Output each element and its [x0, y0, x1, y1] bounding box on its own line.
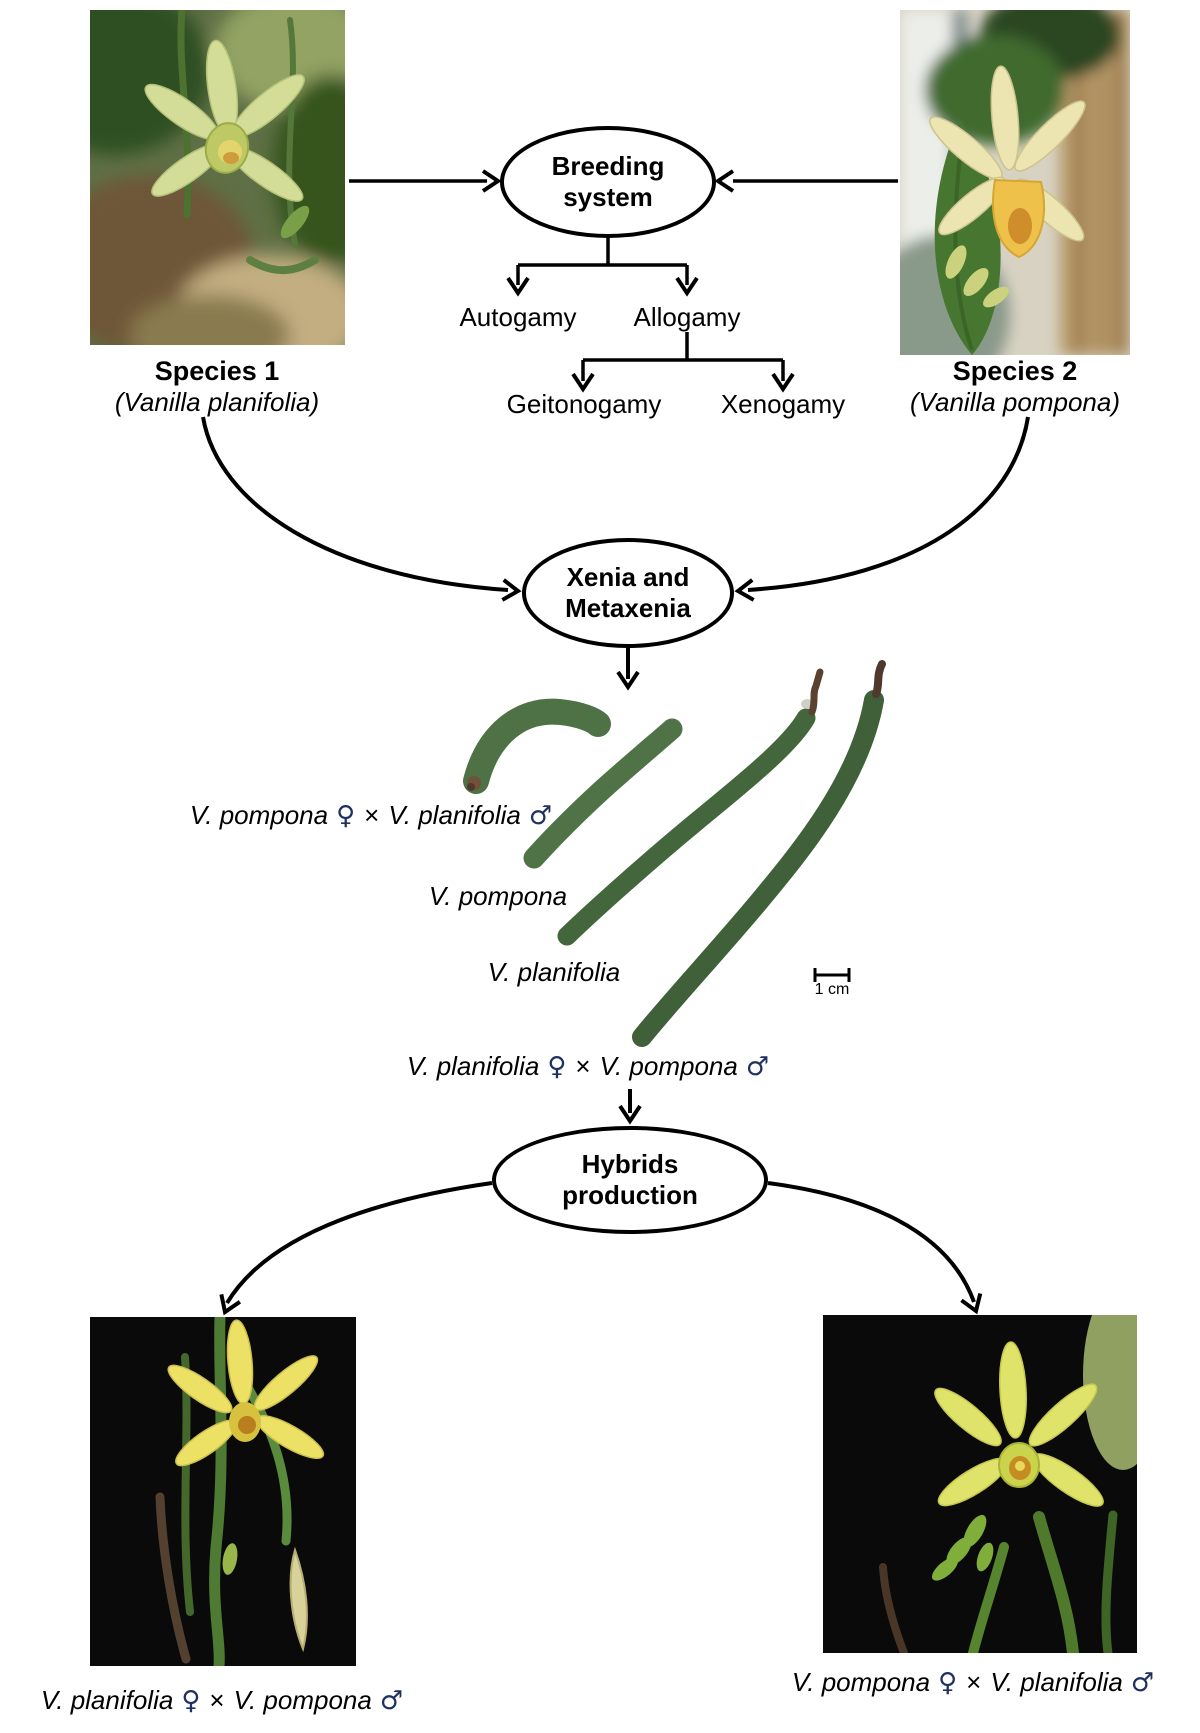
pod-pompona [523, 718, 683, 869]
stems [155, 1317, 292, 1666]
female-symbol: ♀ [547, 1052, 567, 1082]
male-symbol: ♂ [379, 1686, 404, 1716]
flower-buds [931, 1514, 994, 1581]
female-symbol: ♀ [336, 801, 356, 831]
hybrid-right-label: V. pompona♀ × V. planifolia♂ [773, 1667, 1173, 1698]
hybrid-left-label: V. planifolia♀ × V. pompona♂ [22, 1685, 422, 1716]
male-symbol: ♂ [528, 801, 553, 831]
pod-hybrid-pompona-x-planifolia [463, 698, 611, 794]
scale-bar [813, 968, 851, 982]
flower-illustration [929, 65, 1086, 308]
arrow-xenia-to-pods [616, 648, 640, 691]
arrow-species1-to-breeding [349, 169, 502, 193]
species2-title: Species 2 [952, 356, 1078, 386]
male-symbol: ♂ [1130, 1668, 1155, 1698]
flower-illustration [144, 39, 310, 239]
breeding-branch-lines [518, 238, 687, 267]
leaf [934, 120, 1001, 355]
pod-planifolia-label: V. planifolia [487, 957, 621, 987]
male-species-name: V. planifolia [388, 800, 521, 830]
species2-photo [900, 10, 1130, 355]
cross-symbol: × [966, 1667, 982, 1697]
male-species-name: V. planifolia [990, 1667, 1123, 1697]
xenogamy-label: Xenogamy [720, 389, 846, 419]
vanilla-pods-group [463, 660, 886, 1047]
scale-bar-label: 1 cm [814, 981, 850, 998]
cross-symbol: × [364, 800, 380, 830]
flower-bud [222, 1543, 238, 1575]
species1-title: Species 1 [154, 356, 280, 386]
male-species-name: V. pompona [233, 1685, 372, 1715]
male-species-name: V. pompona [599, 1051, 738, 1081]
geitonogamy-label: Geitonogamy [506, 389, 662, 419]
pod-pompona-label: V. pompona [428, 881, 568, 911]
arrow-cross-to-hybrids [618, 1089, 642, 1125]
xenia-metaxenia-node: Xenia and Metaxenia [522, 538, 734, 648]
hybrid-left-photo [90, 1317, 356, 1666]
flower-illustration [931, 1341, 1104, 1581]
arrow-to-autogamy [506, 265, 530, 297]
arrow-species2-to-breeding [714, 169, 898, 193]
hybrids-production-node: Hybrids production [492, 1126, 768, 1234]
female-species-name: V. planifolia [406, 1051, 540, 1081]
pod-planifolia [557, 668, 824, 946]
species1-latin-name: (Vanilla planifolia) [114, 387, 320, 417]
cross-symbol: × [209, 1685, 225, 1715]
flower-illustration [167, 1319, 325, 1653]
cross-symbol: × [575, 1051, 591, 1081]
stems [879, 1510, 1118, 1653]
allogamy-label: Allogamy [633, 302, 741, 332]
node-line: Hybrids [581, 1148, 679, 1179]
fading-flower [289, 1546, 308, 1653]
pod-cross-bottom-label: V. planifolia♀ × V. pompona♂ [388, 1051, 788, 1082]
breeding-system-node: Breeding system [500, 126, 716, 238]
autogamy-label: Autogamy [459, 302, 577, 332]
female-symbol: ♀ [938, 1668, 958, 1698]
leaf [1083, 1315, 1137, 1470]
arrow-to-xenogamy [771, 360, 795, 393]
allogamy-branch-lines [583, 332, 783, 362]
female-species-name: V. planifolia [40, 1685, 174, 1715]
node-line: Breeding [551, 150, 665, 181]
female-species-name: V. pompona [189, 800, 329, 830]
hybrid-right-photo [823, 1315, 1137, 1653]
flower-buds [945, 245, 1009, 308]
male-symbol: ♂ [745, 1052, 770, 1082]
arrow-species1-to-xenia [201, 416, 522, 602]
node-line: Metaxenia [565, 593, 691, 623]
node-line: Xenia and [566, 561, 690, 592]
arrow-hybrids-to-right-photo [767, 1181, 983, 1315]
species1-photo [90, 10, 345, 345]
pod-hybrid-planifolia-x-pompona [632, 660, 886, 1047]
species2-latin-name: (Vanilla pompona) [909, 387, 1121, 417]
arrow-to-geitonogamy [571, 360, 595, 393]
node-line: system [563, 182, 653, 212]
female-species-name: V. pompona [791, 1667, 931, 1697]
arrow-species2-to-xenia [734, 416, 1030, 602]
node-line: production [562, 1180, 698, 1210]
female-symbol: ♀ [181, 1686, 201, 1716]
pod-cross-top-label: V. pompona♀ × V. planifolia♂ [171, 800, 571, 831]
arrow-hybrids-to-left-photo [219, 1181, 493, 1316]
arrow-to-allogamy [675, 265, 699, 297]
